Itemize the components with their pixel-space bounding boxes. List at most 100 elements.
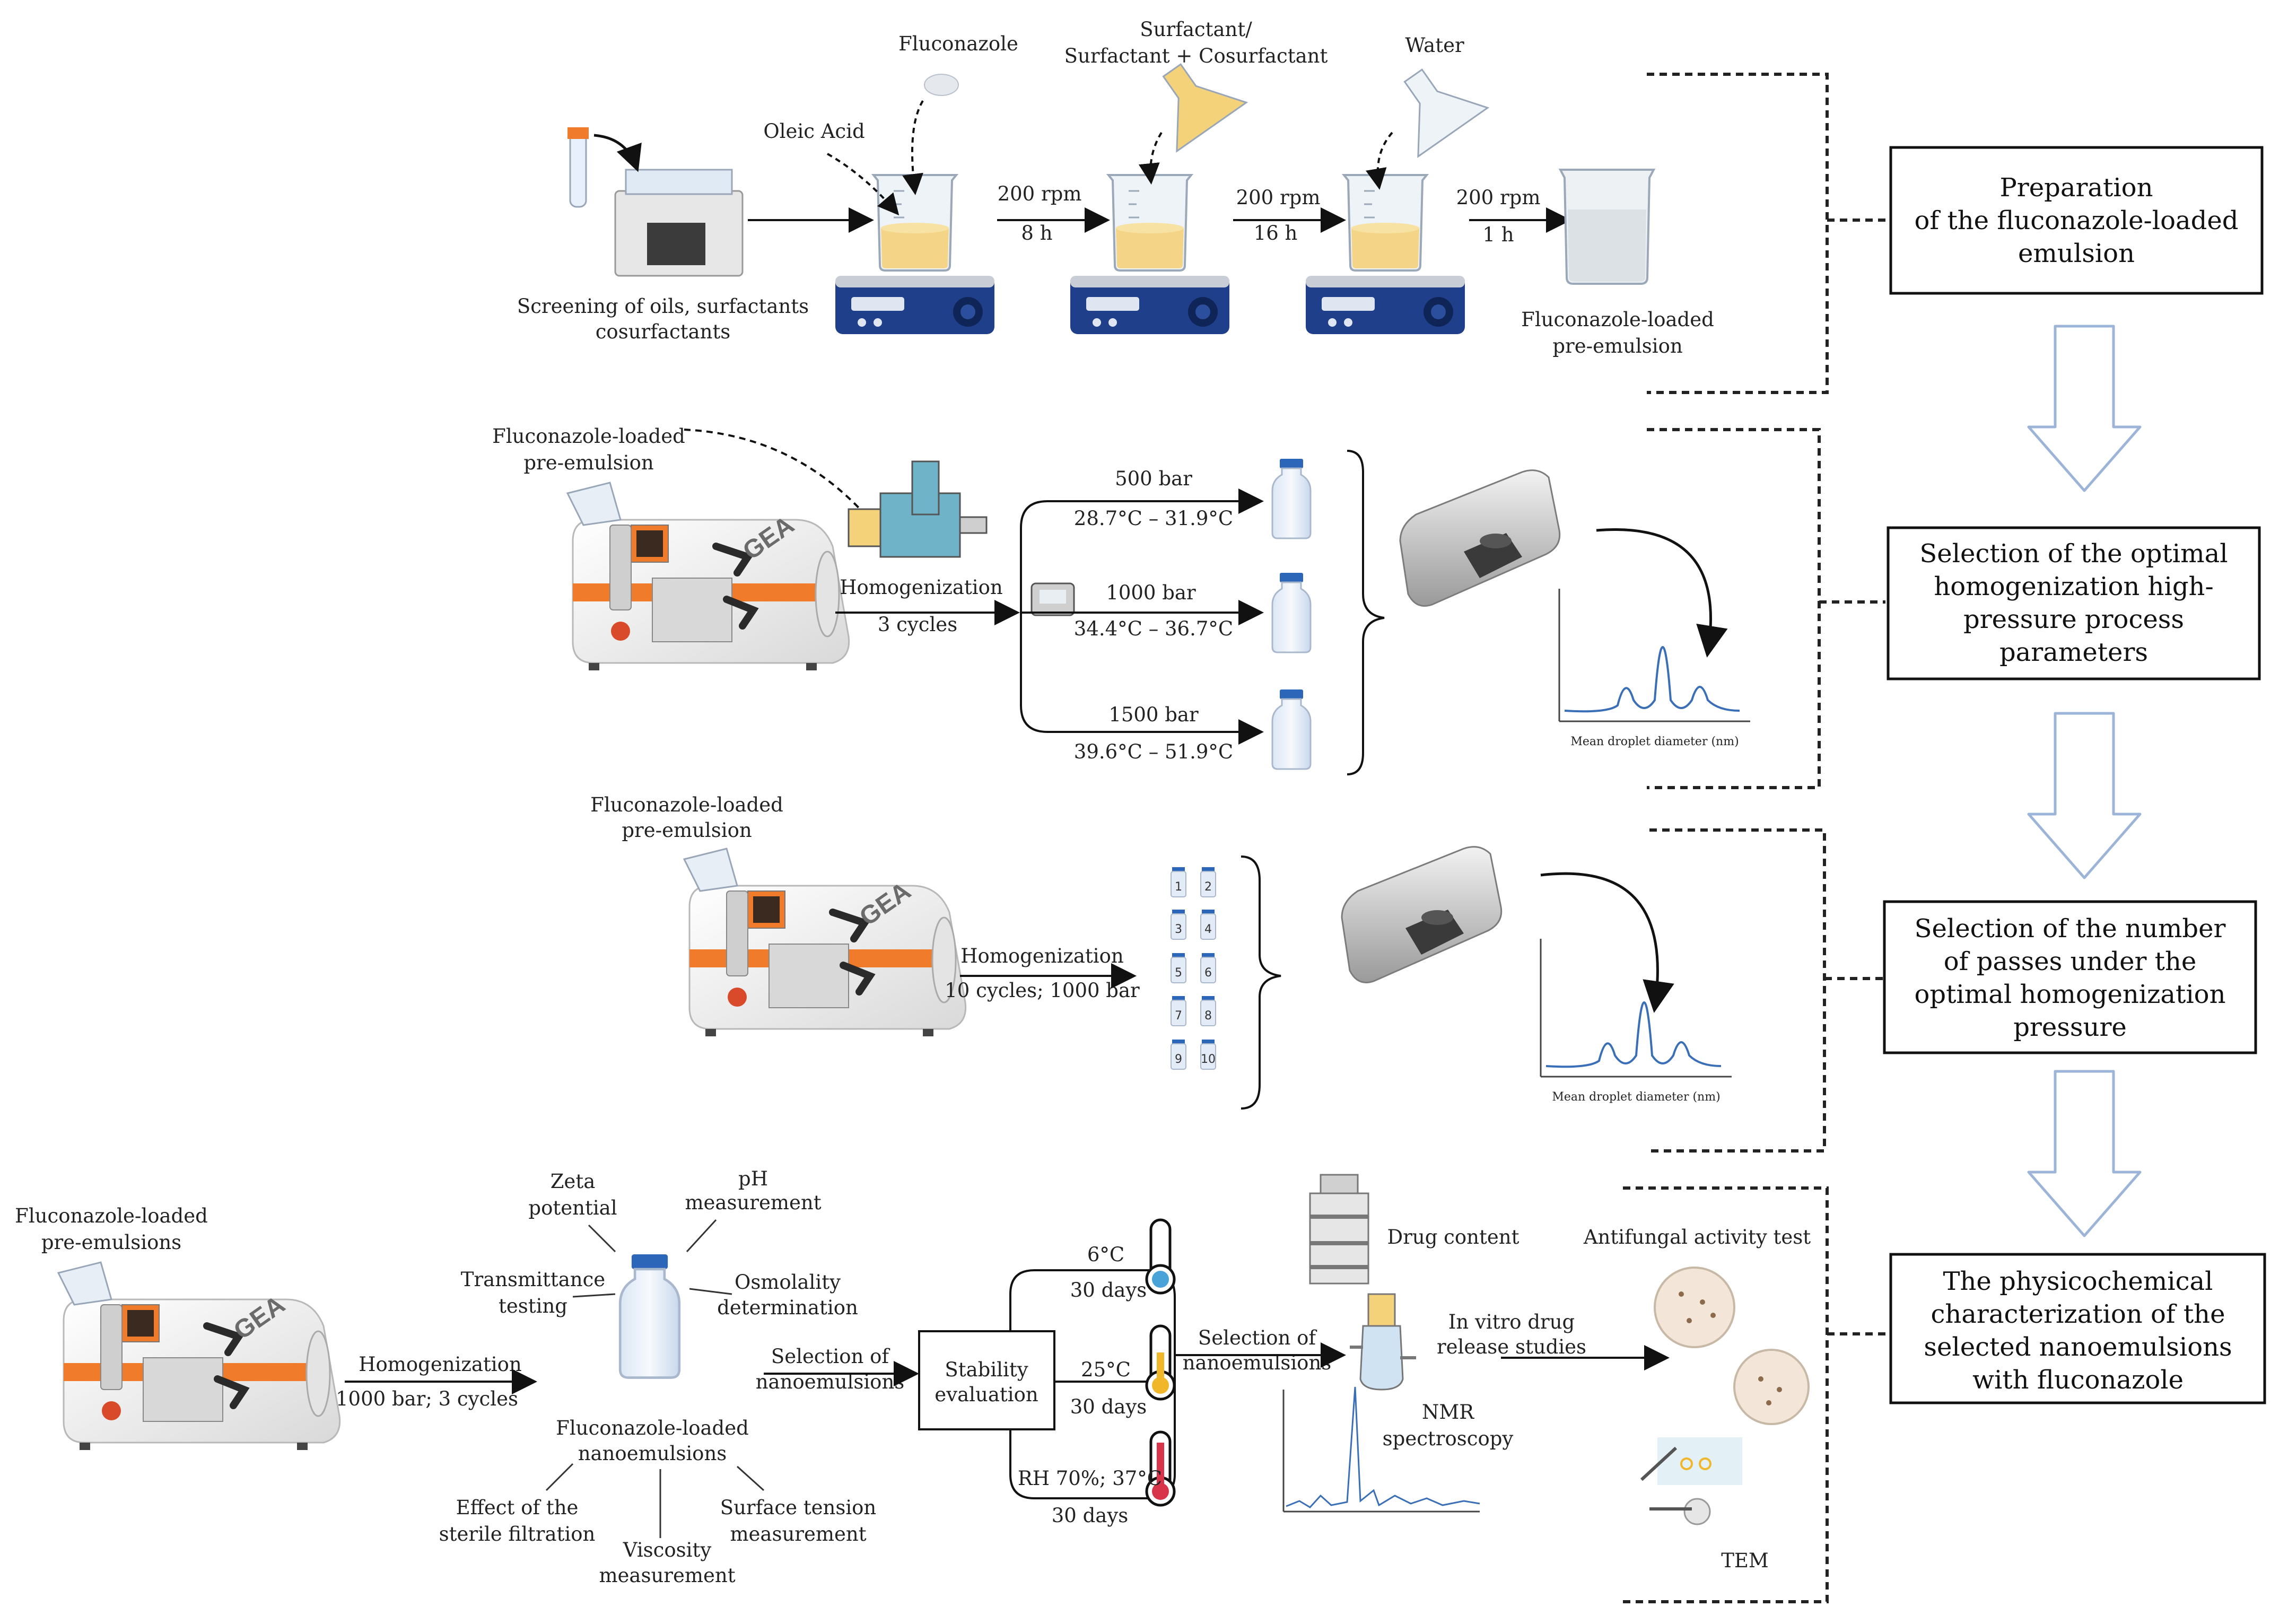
flask-water-icon bbox=[1403, 68, 1490, 158]
size-distribution-graph-2: Mean droplet diameter (nm) bbox=[1540, 939, 1732, 1104]
dashed-arrow-surfactant bbox=[1138, 132, 1163, 185]
step1-rpm: 200 rpm bbox=[998, 182, 1082, 205]
curve-arrow-row2 bbox=[1596, 528, 1728, 658]
dashed-arrow-fluconazole bbox=[902, 100, 924, 195]
dotted-bracket-2 bbox=[1647, 428, 1821, 789]
branch-500 bbox=[1020, 488, 1264, 613]
hplc-icon bbox=[1309, 1174, 1369, 1285]
stirrer-2-icon bbox=[1070, 276, 1229, 334]
powder-icon bbox=[924, 74, 959, 96]
step-box-3 bbox=[1883, 900, 2257, 1054]
svg-text:2: 2 bbox=[1204, 880, 1212, 894]
vial-1: 1 bbox=[1171, 867, 1186, 897]
flow-arrow-1-icon bbox=[2029, 326, 2140, 491]
pressure-500: 500 bar bbox=[1115, 467, 1192, 490]
pressure-1500: 1500 bar bbox=[1108, 703, 1199, 726]
row4-conditions: 1000 bar; 3 cycles bbox=[336, 1387, 518, 1410]
brace-row2 bbox=[1347, 450, 1385, 775]
bottle-500-icon bbox=[1271, 458, 1312, 539]
tem-label: TEM bbox=[1721, 1549, 1769, 1572]
pressure-1000: 1000 bar bbox=[1106, 581, 1196, 604]
antifungal-label: Antifungal activity test bbox=[1583, 1226, 1811, 1248]
svg-text:4: 4 bbox=[1204, 923, 1212, 936]
dls-instrument-icon bbox=[1399, 469, 1561, 607]
step2-rpm: 200 rpm bbox=[1236, 186, 1321, 209]
dashed-arrow-oleic bbox=[827, 153, 900, 216]
stability-box bbox=[918, 1330, 1055, 1430]
tem-icon bbox=[1640, 1437, 1742, 1525]
svg-text:6: 6 bbox=[1204, 966, 1212, 980]
svg-text:7: 7 bbox=[1175, 1009, 1182, 1023]
curve-arrow-row3 bbox=[1540, 872, 1674, 1013]
vial-grid: 1 2 3 4 5 6 7 8 9 10 bbox=[1171, 867, 1216, 1070]
nmr-spectrum bbox=[1282, 1386, 1480, 1513]
vial-7: 7 bbox=[1171, 996, 1186, 1026]
property-spokes bbox=[545, 1219, 765, 1538]
flow-arrow-2-icon bbox=[2029, 713, 2140, 878]
thermometer-25c-icon bbox=[1145, 1324, 1176, 1401]
svg-text:8: 8 bbox=[1204, 1009, 1212, 1023]
dashed-arrow-water bbox=[1366, 132, 1393, 190]
step2-time: 16 h bbox=[1254, 222, 1298, 245]
surfactant-label: Surfactant/Surfactant + Cosurfactant bbox=[1064, 18, 1328, 67]
step3-time: 1 h bbox=[1482, 223, 1514, 246]
stability-6c: 6°C bbox=[1087, 1243, 1124, 1266]
homogenizer-icon bbox=[567, 483, 849, 670]
fluconazole-label: Fluconazole bbox=[898, 32, 1018, 55]
dotted-bracket-4 bbox=[1623, 1186, 1829, 1603]
svg-text:10: 10 bbox=[1201, 1053, 1216, 1066]
row3-graph-xlabel: Mean droplet diameter (nm) bbox=[1552, 1090, 1720, 1104]
svg-text:5: 5 bbox=[1175, 966, 1182, 980]
thermometer-37c-icon bbox=[1145, 1430, 1176, 1507]
vial-5: 5 bbox=[1171, 953, 1186, 983]
vial-9: 9 bbox=[1171, 1039, 1186, 1070]
dotted-bracket-1 bbox=[1647, 73, 1829, 394]
stability-37c-days: 30 days bbox=[1052, 1504, 1128, 1527]
step-box-4 bbox=[1889, 1253, 2266, 1404]
stability-25c: 25°C bbox=[1081, 1358, 1131, 1381]
step-box-2 bbox=[1887, 526, 2261, 680]
homogenizer-icon-2 bbox=[684, 849, 966, 1036]
stirrer-3-icon bbox=[1306, 276, 1465, 334]
dls-instrument-icon-2 bbox=[1341, 846, 1503, 983]
stability-25c-days: 30 days bbox=[1070, 1395, 1147, 1418]
vial-4: 4 bbox=[1200, 909, 1216, 940]
bottle-1500-icon bbox=[1271, 688, 1312, 770]
flow-arrow-3-icon bbox=[2029, 1071, 2140, 1236]
brace-row3 bbox=[1241, 855, 1281, 1110]
dotted-bracket-3 bbox=[1649, 828, 1826, 1152]
step3-rpm: 200 rpm bbox=[1456, 186, 1541, 209]
stirrer-1-icon bbox=[835, 276, 994, 334]
petri-dish-2-icon bbox=[1733, 1349, 1810, 1425]
svg-text:9: 9 bbox=[1175, 1053, 1182, 1066]
vial-10: 10 bbox=[1200, 1039, 1216, 1070]
temp-1500: 39.6°C – 51.9°C bbox=[1074, 740, 1233, 763]
vial-3: 3 bbox=[1171, 909, 1186, 940]
step-box-1 bbox=[1889, 146, 2264, 295]
beaker-3-icon bbox=[1343, 174, 1428, 272]
flask-surfactant-icon bbox=[1162, 63, 1248, 153]
oleic-acid-label: Oleic Acid bbox=[763, 120, 864, 143]
svg-text:1: 1 bbox=[1175, 880, 1182, 894]
